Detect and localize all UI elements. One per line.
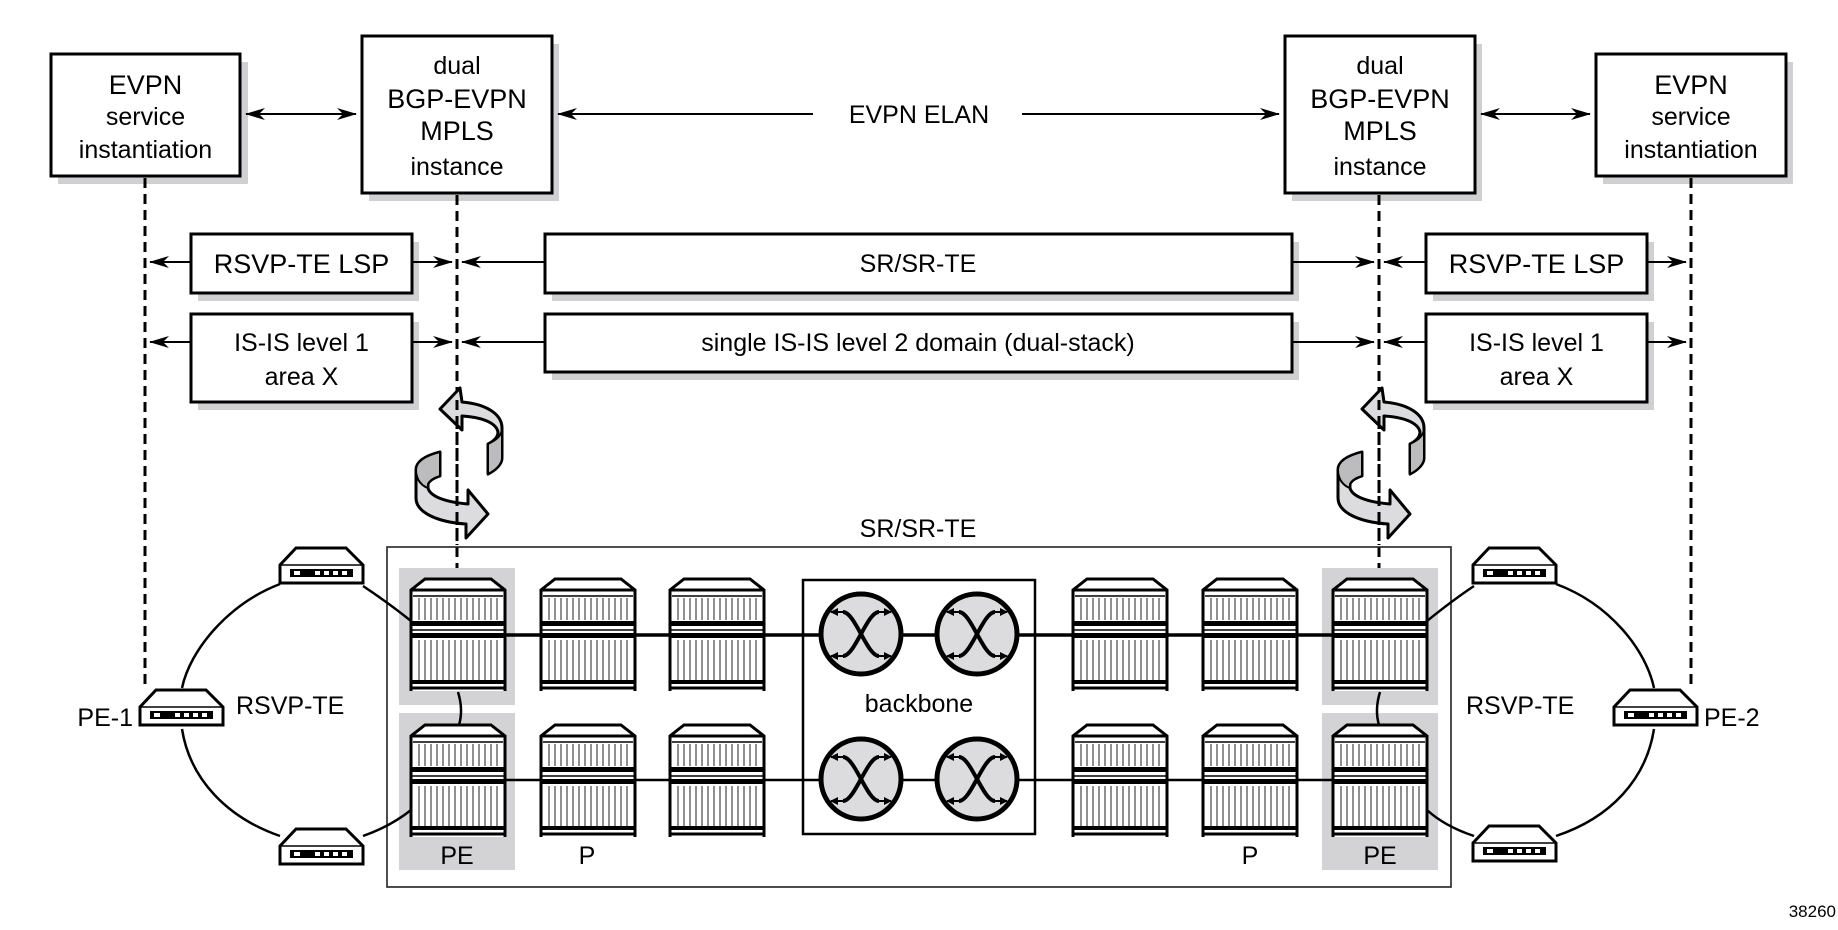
right-ring-bottom-device-icon	[1471, 824, 1558, 863]
left-pe-interconnect	[456, 691, 463, 726]
right-p-role-label: P	[1242, 842, 1259, 870]
left-rsvp-lsp-box: RSVP-TE LSP	[189, 232, 419, 301]
right-isis-l1-line-1: IS-IS level 1	[1469, 329, 1604, 357]
right-p2-bottom-chassis-icon	[1071, 723, 1169, 839]
left-p-role-label: P	[579, 842, 596, 870]
right-ring-seg-top	[1555, 582, 1656, 689]
left-instance-line-4: instance	[410, 153, 503, 181]
right-instance-line-4: instance	[1333, 153, 1426, 181]
right-instance-line-1: dual	[1356, 52, 1403, 80]
left-ring-bottom-device-icon	[278, 827, 365, 866]
left-ring-seg-bottom	[180, 728, 281, 838]
right-p2-top-chassis-icon	[1071, 577, 1169, 693]
backbone-router-3-icon	[821, 739, 901, 819]
right-evpn-service-line-3: instantiation	[1624, 136, 1757, 164]
left-p1-top-chassis-icon	[539, 577, 637, 693]
left-instance-line-2: BGP-EVPN	[387, 84, 527, 114]
isis-l2-domain-label: single IS-IS level 2 domain (dual-stack)	[701, 329, 1135, 357]
right-instance-line-2: BGP-EVPN	[1310, 84, 1450, 114]
right-pe-top-chassis-icon	[1331, 577, 1429, 693]
right-p1-bottom-chassis-icon	[1201, 723, 1299, 839]
left-evpn-service-line-3: instantiation	[79, 136, 212, 164]
right-redundancy-rotate-icon	[1336, 386, 1426, 540]
sr-domain-label: SR/SR-TE	[860, 515, 977, 543]
right-ring-seg-bottom	[1555, 728, 1656, 838]
left-p1-bottom-chassis-icon	[539, 723, 637, 839]
sr-domain-boundary	[386, 546, 1452, 888]
left-isis-l1-box: IS-IS level 1 area X	[189, 312, 419, 410]
right-rsvp-lsp-label: RSVP-TE LSP	[1449, 249, 1625, 279]
right-rsvp-lsp-box: RSVP-TE LSP	[1424, 232, 1654, 301]
figure-number: 38260	[1789, 902, 1836, 921]
left-pe-role-label: PE	[440, 842, 473, 870]
right-dual-instance-box: dual BGP-EVPN MPLS instance	[1283, 34, 1482, 201]
right-isis-l1-line-2: area X	[1500, 363, 1574, 391]
right-pe-bottom-chassis-icon	[1331, 723, 1429, 839]
left-evpn-service-box: EVPN service instantiation	[49, 52, 248, 184]
left-ring-label: RSVP-TE	[236, 692, 344, 720]
right-evpn-service-line-2: service	[1651, 103, 1730, 131]
left-ring-top-device-icon	[278, 546, 365, 585]
sr-te-label: SR/SR-TE	[860, 250, 977, 278]
right-ring-top-device-icon	[1471, 546, 1558, 585]
right-instance-line-3: MPLS	[1343, 116, 1417, 146]
left-redundancy-rotate-icon	[414, 386, 504, 540]
left-isis-l1-line-2: area X	[265, 363, 339, 391]
isis-l2-domain-box: single IS-IS level 2 domain (dual-stack)	[543, 312, 1299, 380]
left-p2-top-chassis-icon	[668, 577, 766, 693]
left-rsvp-lsp-label: RSVP-TE LSP	[214, 249, 390, 279]
elan-label: EVPN ELAN	[849, 101, 989, 129]
pe1-label: PE-1	[77, 704, 133, 732]
right-ring-seg-pe-top	[1426, 584, 1475, 622]
left-pe-top-chassis-icon	[409, 577, 507, 693]
left-evpn-service-line-1: EVPN	[109, 70, 183, 100]
right-evpn-service-box: EVPN service instantiation	[1594, 52, 1793, 184]
right-ring-seg-pe-bottom	[1426, 809, 1475, 838]
right-pe-interconnect	[1375, 691, 1382, 726]
left-ring-seg-top	[180, 582, 281, 689]
left-evpn-service-line-2: service	[106, 103, 185, 131]
sr-te-box: SR/SR-TE	[543, 232, 1299, 301]
left-instance-line-3: MPLS	[420, 116, 494, 146]
left-ring-seg-pe-top	[362, 584, 412, 622]
backbone-router-4-icon	[937, 739, 1017, 819]
backbone-label: backbone	[865, 690, 973, 718]
left-isis-l1-line-1: IS-IS level 1	[234, 329, 369, 357]
backbone-router-1-icon	[821, 594, 901, 674]
right-ring-label: RSVP-TE	[1466, 692, 1574, 720]
left-instance-line-1: dual	[433, 52, 480, 80]
pe2-device-icon	[1612, 688, 1699, 727]
pe1-device-icon	[138, 688, 225, 727]
right-p1-top-chassis-icon	[1201, 577, 1299, 693]
left-dual-instance-box: dual BGP-EVPN MPLS instance	[360, 34, 559, 201]
right-pe-role-label: PE	[1363, 842, 1396, 870]
pe2-label: PE-2	[1704, 704, 1760, 732]
backbone-router-2-icon	[937, 594, 1017, 674]
left-pe-bottom-chassis-icon	[409, 723, 507, 839]
left-ring-seg-pe-bottom	[362, 809, 412, 838]
right-evpn-service-line-1: EVPN	[1654, 70, 1728, 100]
left-p2-bottom-chassis-icon	[668, 723, 766, 839]
right-isis-l1-box: IS-IS level 1 area X	[1424, 312, 1654, 410]
